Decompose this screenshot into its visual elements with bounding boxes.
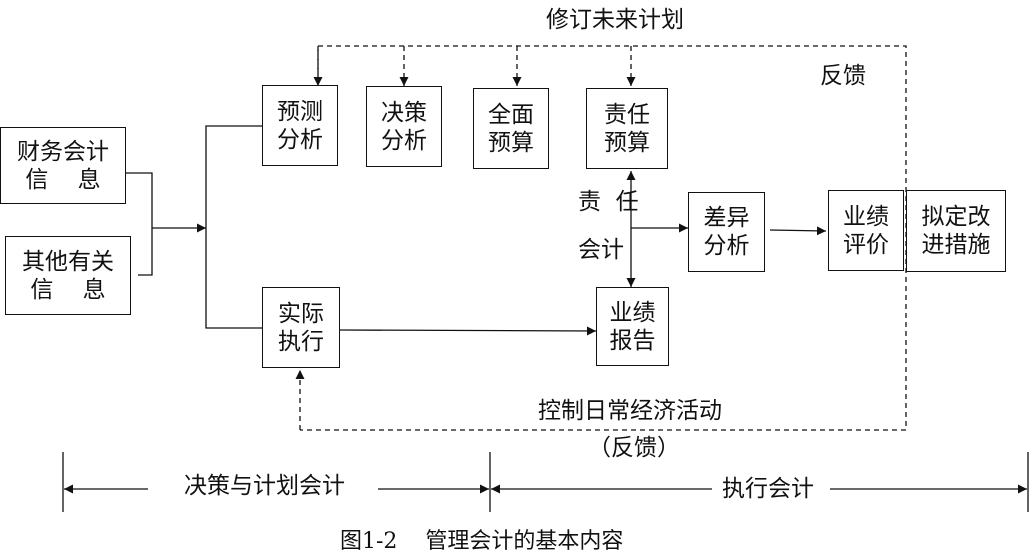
box-responsibility-budget: 责任 预算 (586, 88, 668, 169)
box-improvement-measures: 拟定改 进措施 (906, 190, 1006, 272)
box-label: 预算 (488, 129, 534, 156)
box-label: 责任 (604, 101, 650, 128)
box-other-info: 其他有关 信 息 (5, 236, 131, 315)
box-variance-analysis: 差异 分析 (688, 192, 765, 272)
box-forecast-analysis: 预测 分析 (262, 85, 338, 166)
label-responsibility-accounting-2: 会计 (578, 237, 624, 263)
label-control-daily-activities: 控制日常经济活动 (538, 398, 722, 424)
box-label: 实际 (278, 300, 324, 327)
box-label: 业绩 (843, 203, 889, 230)
box-label: 分析 (277, 126, 323, 153)
box-label: 执行 (278, 328, 324, 355)
box-label: 分析 (381, 127, 427, 154)
box-label: 信 息 (30, 276, 106, 303)
box-actual-execution: 实际 执行 (262, 287, 340, 368)
box-label: 评价 (843, 231, 889, 258)
box-label: 业绩 (609, 299, 656, 326)
label-feedback-bottom: （反馈） (588, 435, 680, 461)
box-label: 全面 (488, 101, 534, 128)
box-label: 报告 (609, 327, 656, 354)
box-label: 拟定改 (921, 204, 991, 230)
label-feedback-top: 反馈 (820, 63, 866, 89)
box-financial-accounting-info: 财务会计 信 息 (0, 127, 126, 204)
label-responsibility-accounting-1: 责 任 (578, 189, 639, 215)
box-label: 预测 (277, 98, 323, 125)
figure-caption: 图1-2 管理会计的基本内容 (340, 529, 624, 554)
box-decision-analysis: 决策 分析 (366, 86, 442, 167)
box-label: 进措施 (921, 232, 991, 258)
label-execution-accounting: 执行会计 (718, 475, 818, 503)
box-label: 决策 (381, 99, 427, 126)
label-revise-future-plan: 修订未来计划 (546, 7, 684, 33)
box-label: 差异 (703, 205, 750, 231)
box-label: 预算 (604, 129, 650, 156)
box-performance-report: 业绩 报告 (596, 287, 669, 366)
box-label: 其他有关 (22, 248, 114, 275)
box-label: 分析 (703, 233, 750, 259)
box-label: 财务会计 (17, 138, 109, 165)
box-master-budget: 全面 预算 (473, 88, 549, 169)
box-performance-evaluation: 业绩 评价 (828, 190, 904, 271)
label-decision-planning-accounting: 决策与计划会计 (180, 472, 349, 500)
box-label: 信 息 (25, 166, 101, 193)
